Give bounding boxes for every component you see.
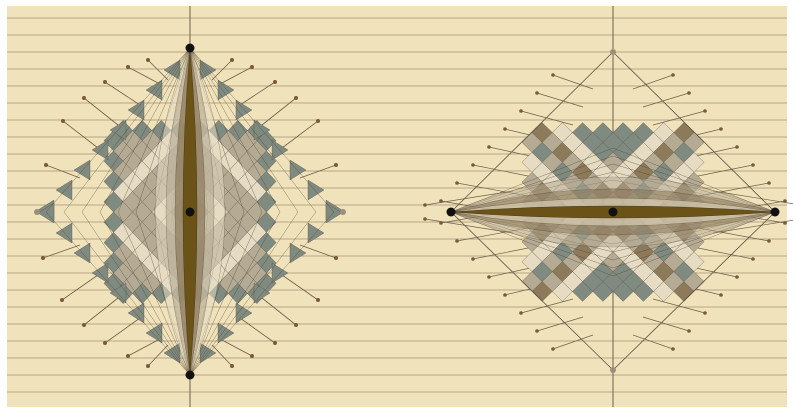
center-point: [186, 208, 195, 217]
ray-endpoint: [735, 145, 739, 149]
ray-endpoint: [250, 65, 254, 69]
ray-endpoint: [316, 298, 320, 302]
ray-endpoint: [551, 73, 555, 77]
ray-endpoint: [471, 163, 475, 167]
ray-endpoint: [146, 364, 150, 368]
ray-endpoint: [126, 354, 130, 358]
ray-endpoint: [230, 364, 234, 368]
ray-endpoint: [294, 96, 298, 100]
ray-endpoint: [767, 181, 771, 185]
ray-endpoint: [519, 109, 523, 113]
ray-endpoint: [82, 323, 86, 327]
left-vertex-point: [447, 208, 456, 217]
right-vertex-point: [771, 208, 780, 217]
ray-endpoint: [455, 239, 459, 243]
ray-endpoint: [471, 257, 475, 261]
ray-endpoint: [503, 127, 507, 131]
ray-endpoint: [126, 65, 130, 69]
bottom-vertex-point: [610, 367, 616, 373]
ray-endpoint: [455, 181, 459, 185]
ray-endpoint: [719, 127, 723, 131]
ray-endpoint: [44, 163, 48, 167]
ray-endpoint: [103, 80, 107, 84]
ray-endpoint: [751, 257, 755, 261]
top-vertex-point: [610, 49, 616, 55]
ray-endpoint: [487, 145, 491, 149]
right-vertex-point: [340, 209, 346, 215]
ray-endpoint: [671, 347, 675, 351]
ray-endpoint: [230, 58, 234, 62]
ray-endpoint: [767, 239, 771, 243]
ray-endpoint: [82, 96, 86, 100]
ray-endpoint: [703, 109, 707, 113]
ray-endpoint: [551, 347, 555, 351]
ray-endpoint: [273, 341, 277, 345]
ray-endpoint: [719, 293, 723, 297]
ray-endpoint: [41, 256, 45, 260]
ray-endpoint: [535, 91, 539, 95]
ray-endpoint: [735, 275, 739, 279]
ray-endpoint: [61, 119, 65, 123]
ray-endpoint: [316, 119, 320, 123]
ray-endpoint: [671, 73, 675, 77]
ray-endpoint: [503, 293, 507, 297]
top-vertex-point: [186, 44, 195, 53]
ray-endpoint: [146, 58, 150, 62]
ray-endpoint: [423, 203, 427, 207]
ray-endpoint: [751, 163, 755, 167]
ray-endpoint: [294, 323, 298, 327]
center-point: [609, 208, 618, 217]
bottom-vertex-point: [186, 371, 195, 380]
ray-endpoint: [273, 80, 277, 84]
ray-endpoint: [103, 341, 107, 345]
ray-endpoint: [519, 311, 523, 315]
ray-endpoint: [703, 311, 707, 315]
ray-endpoint: [334, 256, 338, 260]
ray-endpoint: [60, 298, 64, 302]
ray-endpoint: [250, 354, 254, 358]
left-vertex-point: [34, 209, 40, 215]
ray-endpoint: [687, 329, 691, 333]
ray-endpoint: [687, 91, 691, 95]
ray-endpoint: [487, 275, 491, 279]
ray-endpoint: [423, 217, 427, 221]
ray-endpoint: [334, 163, 338, 167]
ray-endpoint: [535, 329, 539, 333]
